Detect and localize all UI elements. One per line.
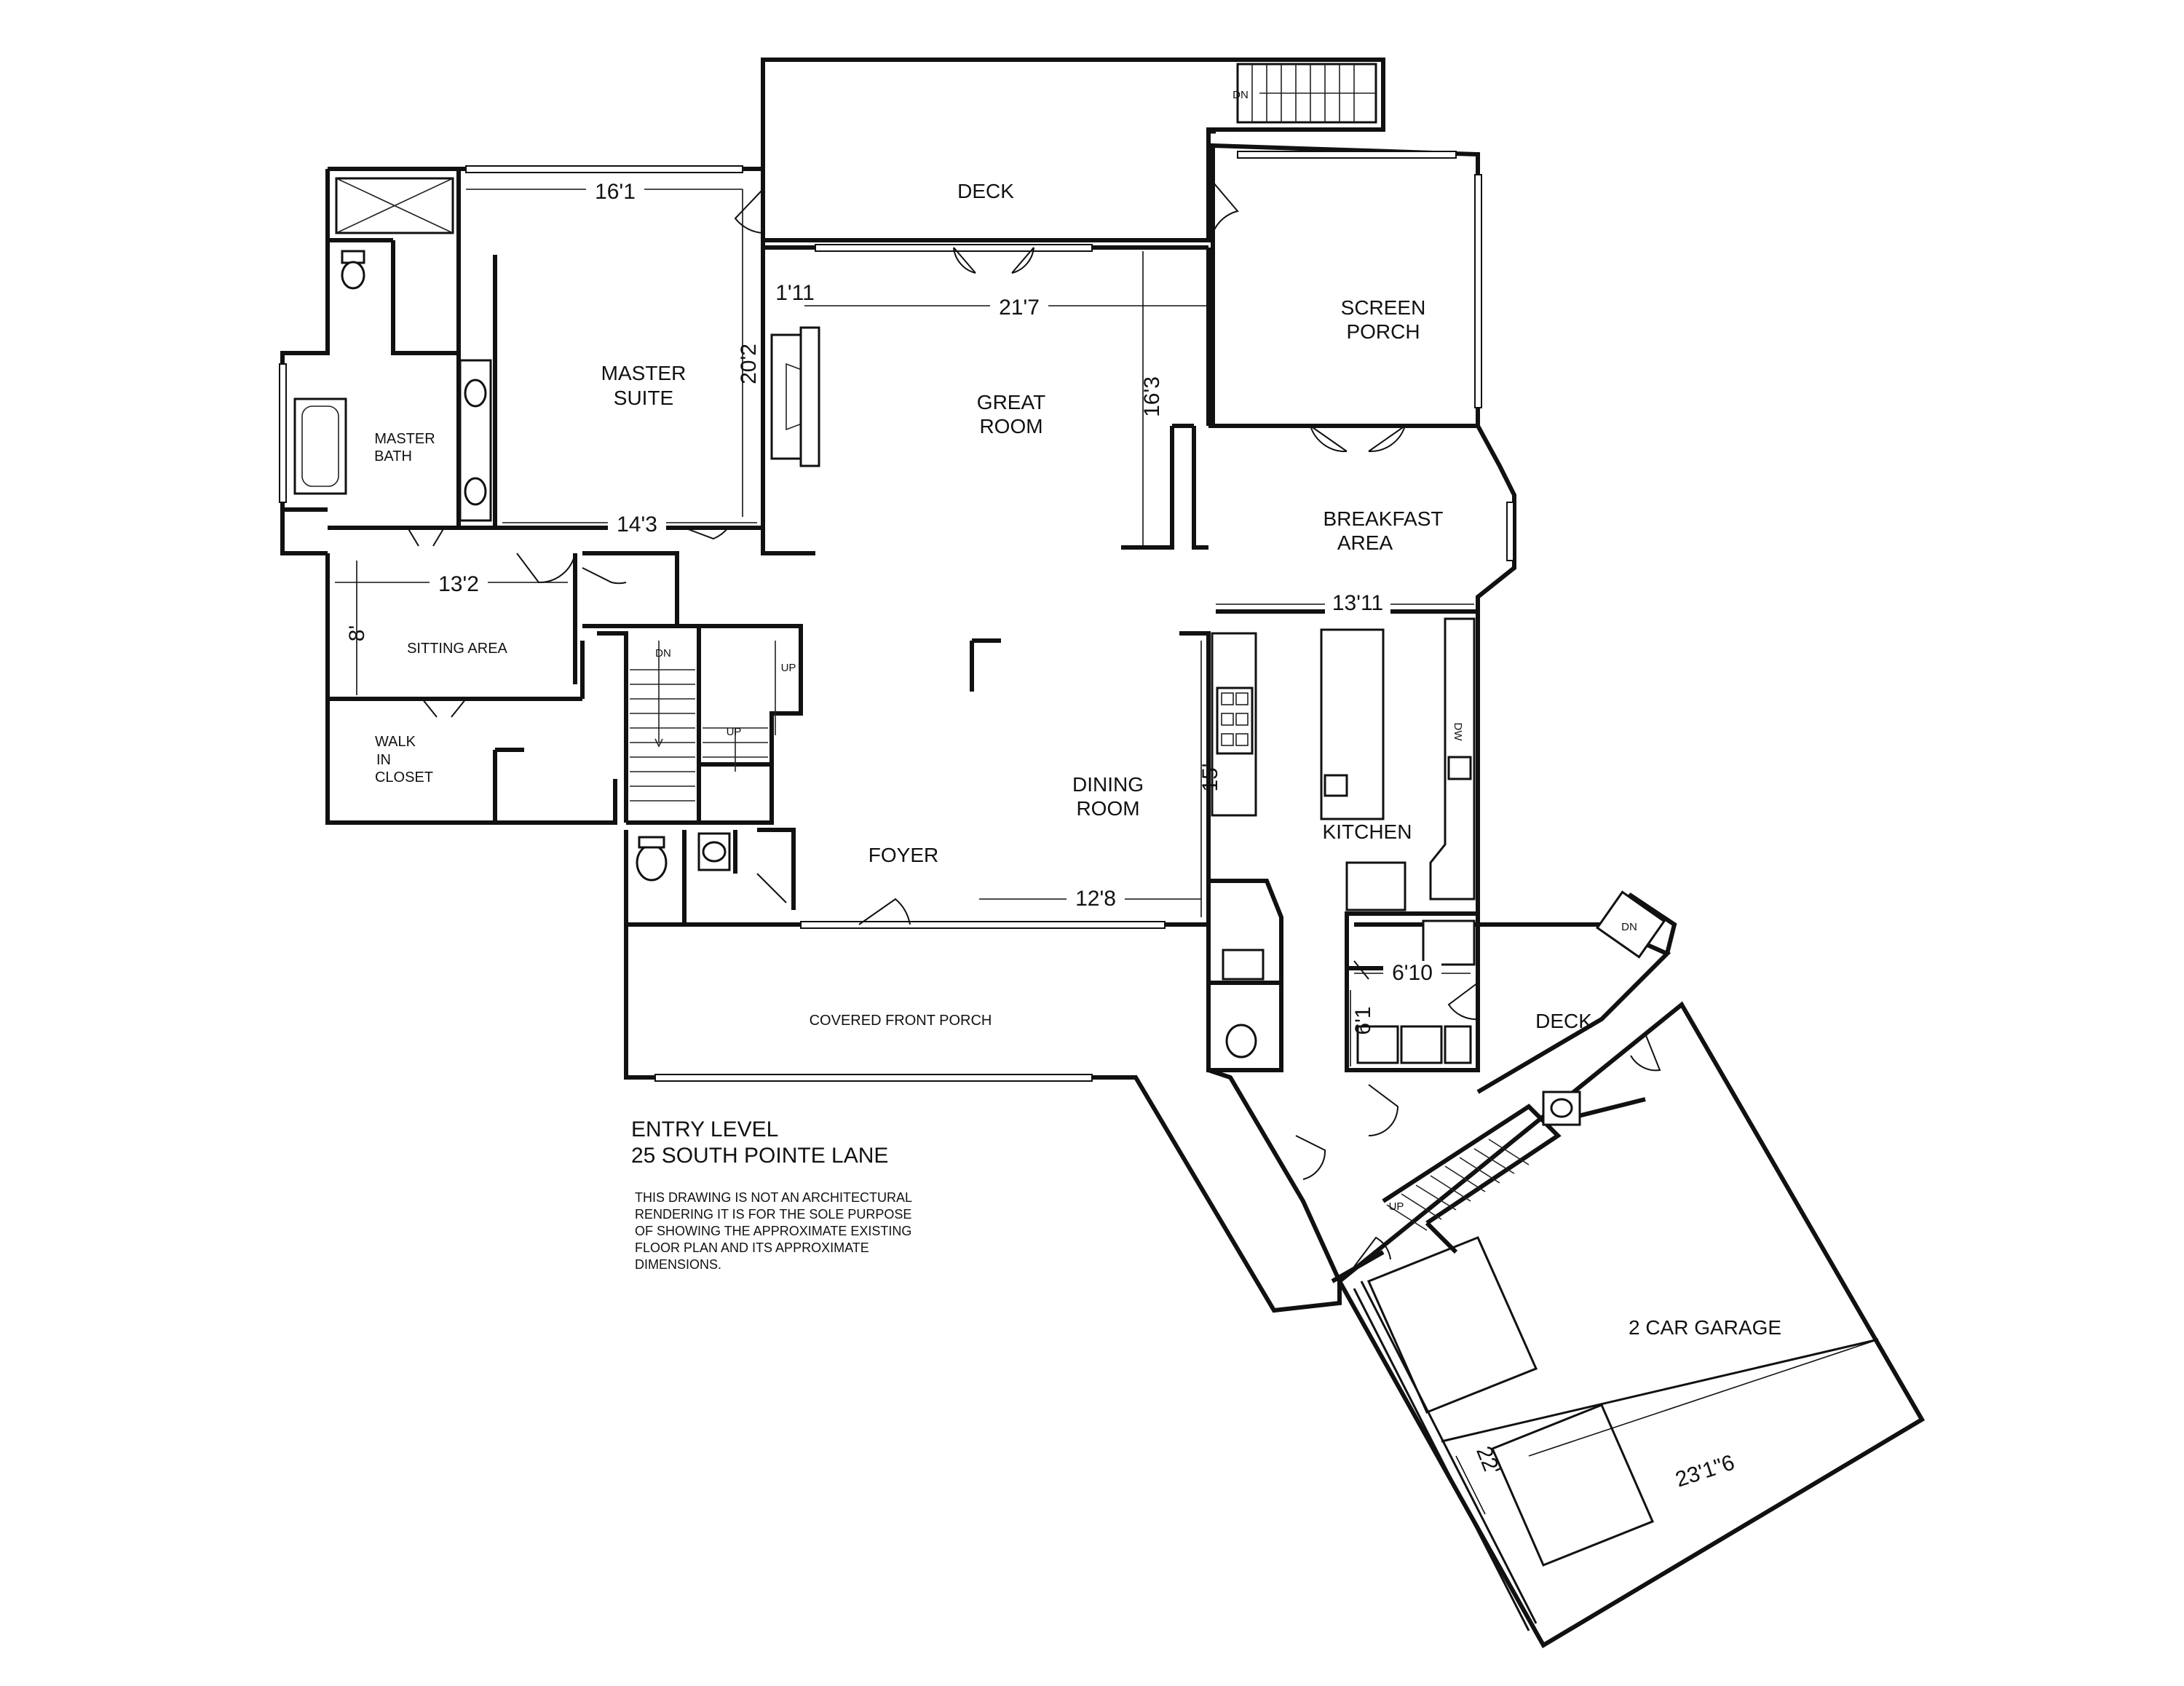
fixtures — [293, 177, 1654, 1567]
room-great-room-1: GREAT — [977, 391, 1045, 413]
room-great-room-2: ROOM — [979, 415, 1042, 438]
room-master-bath-1: MASTER — [374, 431, 435, 447]
room-dining-1: DINING — [1072, 773, 1144, 796]
dim-great-room-width: 21'7 — [999, 296, 1040, 320]
title-line-2: 25 SOUTH POINTE LANE — [631, 1144, 888, 1168]
dim-dining-width: 12'8 — [1075, 887, 1116, 911]
small-labels: DN DN UP UP DN UP DW — [655, 89, 1637, 1213]
room-screen-porch-1: SCREEN — [1341, 296, 1426, 319]
disclaimer-line-2: RENDERING IT IS FOR THE SOLE PURPOSE — [635, 1207, 911, 1222]
dim-laundry-width: 6'10 — [1392, 961, 1433, 985]
room-breakfast-2: AREA — [1337, 531, 1393, 554]
room-labels: DECK SCREEN PORCH MASTER SUITE GREAT ROO… — [374, 180, 1781, 1339]
room-master-suite-2: SUITE — [614, 387, 673, 409]
disclaimer-line-3: OF SHOWING THE APPROXIMATE EXISTING — [635, 1224, 911, 1238]
dim-master-suite-width: 16'1 — [595, 180, 636, 204]
dim-laundry-depth: 6'1 — [1351, 1006, 1375, 1034]
room-dining-2: ROOM — [1076, 797, 1139, 820]
room-walk-in-closet-3: CLOSET — [375, 769, 433, 785]
room-garage: 2 CAR GARAGE — [1629, 1316, 1781, 1339]
dim-sitting-depth: 8' — [345, 625, 369, 641]
disclaimer-line-1: THIS DRAWING IS NOT AN ARCHITECTURAL — [635, 1190, 912, 1205]
dim-dining-depth: 15' — [1198, 763, 1222, 791]
disclaimer-line-4: FLOOR PLAN AND ITS APPROXIMATE — [635, 1240, 869, 1255]
room-master-bath-2: BATH — [374, 448, 412, 464]
room-screen-porch-2: PORCH — [1346, 320, 1420, 343]
room-covered-front-porch: COVERED FRONT PORCH — [810, 1013, 992, 1029]
dim-sitting-width: 13'2 — [438, 572, 479, 596]
room-deck-right: DECK — [1535, 1010, 1592, 1032]
stairs — [630, 63, 1666, 1231]
label-stair-up-main: UP — [727, 726, 742, 738]
walls — [280, 58, 1926, 1649]
dim-great-room-offset: 1'11 — [775, 281, 815, 305]
dimension-lines — [335, 189, 1879, 1515]
room-foyer: FOYER — [869, 844, 938, 866]
dim-great-room-depth: 16'3 — [1140, 376, 1164, 417]
room-kitchen: KITCHEN — [1323, 820, 1412, 843]
title-line-1: ENTRY LEVEL — [631, 1117, 778, 1141]
dim-master-suite-bottom: 14'3 — [617, 512, 657, 537]
dim-breakfast-width: 13'11 — [1332, 591, 1383, 615]
room-breakfast-1: BREAKFAST — [1324, 507, 1444, 530]
dimension-labels: 16'1 21'7 1'11 20'2 16'3 14'3 13'2 8' 13… — [345, 177, 1746, 1494]
dim-master-suite-depth: 20'2 — [737, 344, 761, 384]
label-stair-up-garage: UP — [1389, 1200, 1404, 1213]
room-deck-top: DECK — [957, 180, 1014, 202]
room-master-suite-1: MASTER — [601, 362, 687, 384]
dim-garage-depth: 22' — [1471, 1443, 1504, 1479]
title-block: ENTRY LEVEL 25 SOUTH POINTE LANE THIS DR… — [631, 1117, 912, 1272]
label-stair-dn-top: DN — [1233, 89, 1249, 101]
room-walk-in-closet-1: WALK — [375, 734, 416, 750]
label-dishwasher: DW — [1452, 723, 1464, 742]
label-stair-up-main2: UP — [781, 662, 796, 674]
label-stair-dn-deck: DN — [1621, 921, 1637, 933]
room-sitting-area: SITTING AREA — [407, 641, 507, 657]
room-walk-in-closet-2: IN — [376, 752, 391, 768]
label-stair-dn-main: DN — [655, 647, 671, 660]
disclaimer-line-5: DIMENSIONS. — [635, 1257, 721, 1272]
